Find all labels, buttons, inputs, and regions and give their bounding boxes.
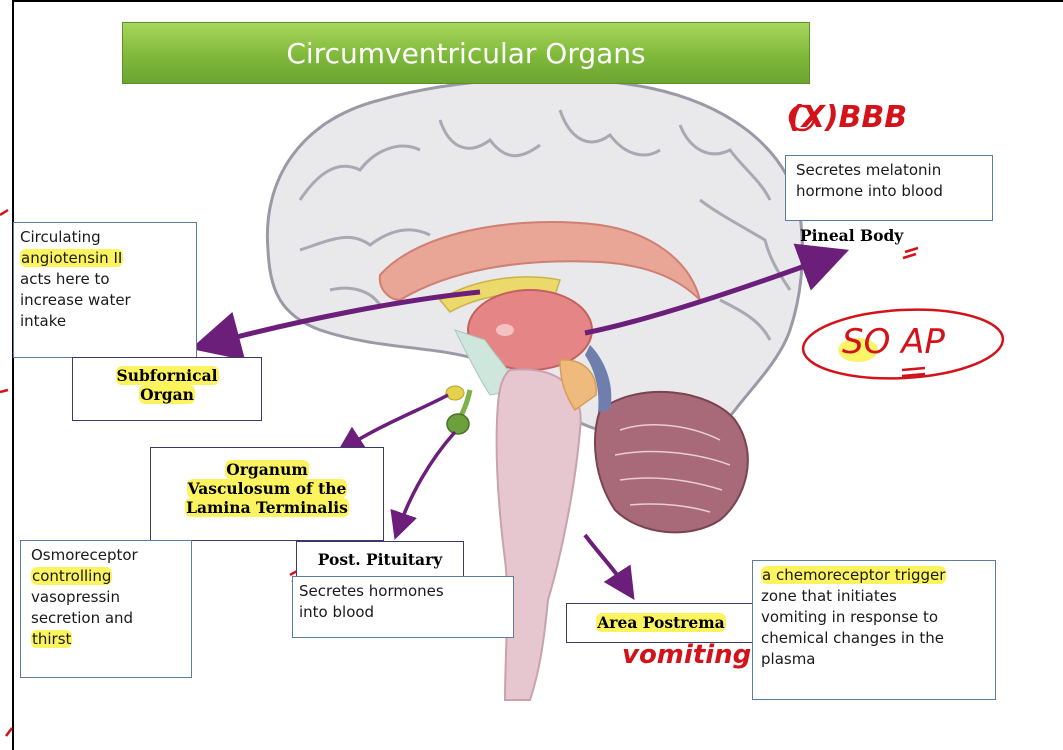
pineal-equals-mark [903, 248, 918, 258]
ovlt-label-line-3: Lamina Terminalis [185, 498, 349, 517]
label-line: Subfornical [72, 366, 262, 385]
label-line: Organ [72, 385, 262, 404]
text-line: Secretes hormones [299, 581, 507, 602]
left-edge-mark-2 [0, 390, 8, 392]
text-line: plasma [761, 649, 989, 670]
title-banner: Circumventricular Organs [122, 22, 810, 84]
highlighted-term: thirst [31, 630, 72, 648]
text-line: angiotensin II [20, 248, 190, 269]
pineal-label: Pineal Body [800, 226, 920, 245]
text-line: vomiting in response to [761, 607, 989, 628]
label-line: Organum [150, 460, 384, 479]
optic-chiasm [446, 386, 464, 400]
left-edge-mark-3 [6, 728, 12, 736]
subfornical-description-box: Circulating angiotensin II acts here to … [13, 222, 197, 358]
ovlt-label: Organum Vasculosum of the Lamina Termina… [150, 460, 384, 517]
text-line: increase water [20, 290, 190, 311]
text-line: controlling [31, 566, 185, 587]
cerebellum [595, 392, 748, 532]
text-line: secretion and [31, 608, 185, 629]
text-line: Circulating [20, 227, 190, 248]
label-line: Vasculosum of the [150, 479, 384, 498]
massa-intermedia [496, 324, 514, 336]
text-line: Secretes melatonin [796, 160, 986, 181]
text-line: chemical changes in the [761, 628, 989, 649]
pituitary-gland [447, 414, 469, 434]
page-title: Circumventricular Organs [286, 37, 645, 70]
label-line: Lamina Terminalis [150, 498, 384, 517]
brainstem [497, 369, 581, 700]
soap-underline [902, 368, 925, 376]
text-line: intake [20, 311, 190, 332]
pituitary-description-box: Secretes hormones into blood [292, 576, 514, 638]
osmoreceptor-description-box: Osmoreceptor controlling vasopressin sec… [20, 540, 192, 678]
text-line: zone that initiates [761, 586, 989, 607]
ovlt-label-line-1: Organum [225, 460, 309, 479]
text-line: vasopressin [31, 587, 185, 608]
postrema-label-text: Area Postrema [596, 613, 725, 632]
highlighted-term: a chemoreceptor trigger [761, 566, 946, 584]
postrema-label: Area Postrema [566, 613, 756, 632]
bbb-annotation: (X)BBB [788, 100, 907, 135]
pineal-description-box: Secretes melatonin hormone into blood [785, 155, 993, 221]
highlighted-term: controlling [31, 567, 112, 585]
soap-annotation: SO AP [842, 322, 945, 362]
vomiting-annotation: vomiting [622, 640, 751, 670]
postrema-description-box: a chemoreceptor trigger zone that initia… [752, 560, 996, 700]
arrow-ovlt [345, 395, 448, 448]
text-line: into blood [299, 602, 507, 623]
pituitary-label: Post. Pituitary [296, 550, 464, 569]
text-line: Osmoreceptor [31, 545, 185, 566]
text-line: a chemoreceptor trigger [761, 565, 989, 586]
text-line: thirst [31, 629, 185, 650]
subfornical-label-line-2: Organ [139, 385, 195, 404]
subfornical-label: Subfornical Organ [72, 366, 262, 404]
left-edge-mark-1 [0, 210, 8, 215]
arrow-postrema [585, 535, 628, 590]
highlighted-term: angiotensin II [20, 249, 123, 267]
arrow-pituitary [398, 432, 455, 530]
ovlt-label-line-2: Vasculosum of the [187, 479, 348, 498]
text-line: acts here to [20, 269, 190, 290]
subfornical-label-line-1: Subfornical [116, 366, 219, 385]
text-line: hormone into blood [796, 181, 986, 202]
